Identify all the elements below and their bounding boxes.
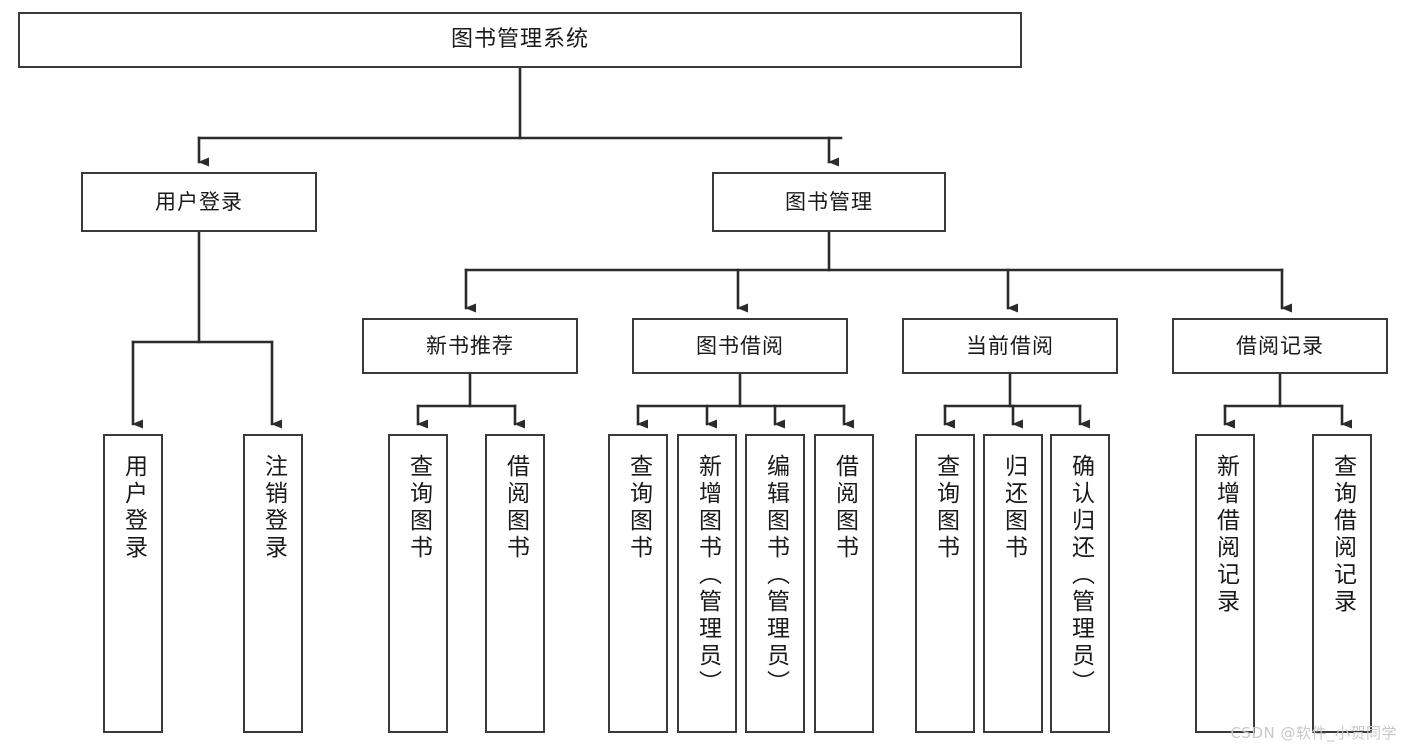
node-leaf-borrow-book-1[interactable]: 借阅图书 (485, 434, 545, 733)
node-label: 查询借阅记录 (1329, 454, 1356, 616)
node-label: 借阅图书 (831, 454, 858, 562)
node-label: 用户登录 (120, 454, 147, 562)
node-label: 查询图书 (625, 454, 652, 562)
node-book-borrow[interactable]: 图书借阅 (632, 318, 848, 374)
node-label: 当前借阅 (966, 333, 1054, 358)
node-label: 编辑图书（管理员） (762, 454, 789, 697)
node-book-manage[interactable]: 图书管理 (712, 172, 946, 232)
node-label: 注销登录 (260, 454, 287, 562)
node-leaf-edit-book[interactable]: 编辑图书（管理员） (745, 434, 805, 733)
edge-group-book-borrow (636, 372, 854, 429)
node-leaf-query-book-2[interactable]: 查询图书 (608, 434, 668, 733)
edge-group-book-manage (464, 230, 1292, 313)
node-leaf-query-record[interactable]: 查询借阅记录 (1312, 434, 1372, 733)
node-current-borrow[interactable]: 当前借阅 (902, 318, 1118, 374)
node-leaf-add-record[interactable]: 新增借阅记录 (1195, 434, 1255, 733)
node-label: 新书推荐 (426, 333, 514, 358)
node-leaf-query-book-3[interactable]: 查询图书 (915, 434, 975, 733)
node-label: 归还图书 (1000, 454, 1027, 562)
node-label: 借阅图书 (502, 454, 529, 562)
node-root-system[interactable]: 图书管理系统 (18, 12, 1022, 68)
node-label: 借阅记录 (1236, 333, 1324, 358)
node-label: 确认归还（管理员） (1067, 454, 1094, 697)
node-leaf-query-book-1[interactable]: 查询图书 (388, 434, 448, 733)
node-label: 图书管理系统 (450, 27, 589, 53)
node-leaf-confirm-return[interactable]: 确认归还（管理员） (1050, 434, 1110, 733)
node-leaf-borrow-book-2[interactable]: 借阅图书 (814, 434, 874, 733)
edge-group-user-login (131, 230, 282, 429)
edge-group-borrow-record (1223, 372, 1352, 429)
node-label: 新增图书（管理员） (694, 454, 721, 697)
node-label: 图书借阅 (696, 333, 784, 358)
node-label: 查询图书 (932, 454, 959, 562)
node-label: 用户登录 (155, 189, 243, 214)
node-leaf-user-logout[interactable]: 注销登录 (243, 434, 303, 733)
edge-group-new-book-rec (416, 372, 525, 429)
node-label: 查询图书 (405, 454, 432, 562)
node-leaf-return-book[interactable]: 归还图书 (983, 434, 1043, 733)
node-user-login[interactable]: 用户登录 (81, 172, 317, 232)
node-label: 图书管理 (785, 189, 873, 214)
node-leaf-add-book[interactable]: 新增图书（管理员） (677, 434, 737, 733)
edge-group-root (197, 66, 843, 167)
node-borrow-record[interactable]: 借阅记录 (1172, 318, 1388, 374)
edge-group-current-borrow (943, 372, 1090, 429)
csdn-watermark: CSDN @软件_小贺同学 (1230, 724, 1397, 742)
node-leaf-user-login[interactable]: 用户登录 (103, 434, 163, 733)
node-new-book-rec[interactable]: 新书推荐 (362, 318, 578, 374)
node-label: 新增借阅记录 (1212, 454, 1239, 616)
